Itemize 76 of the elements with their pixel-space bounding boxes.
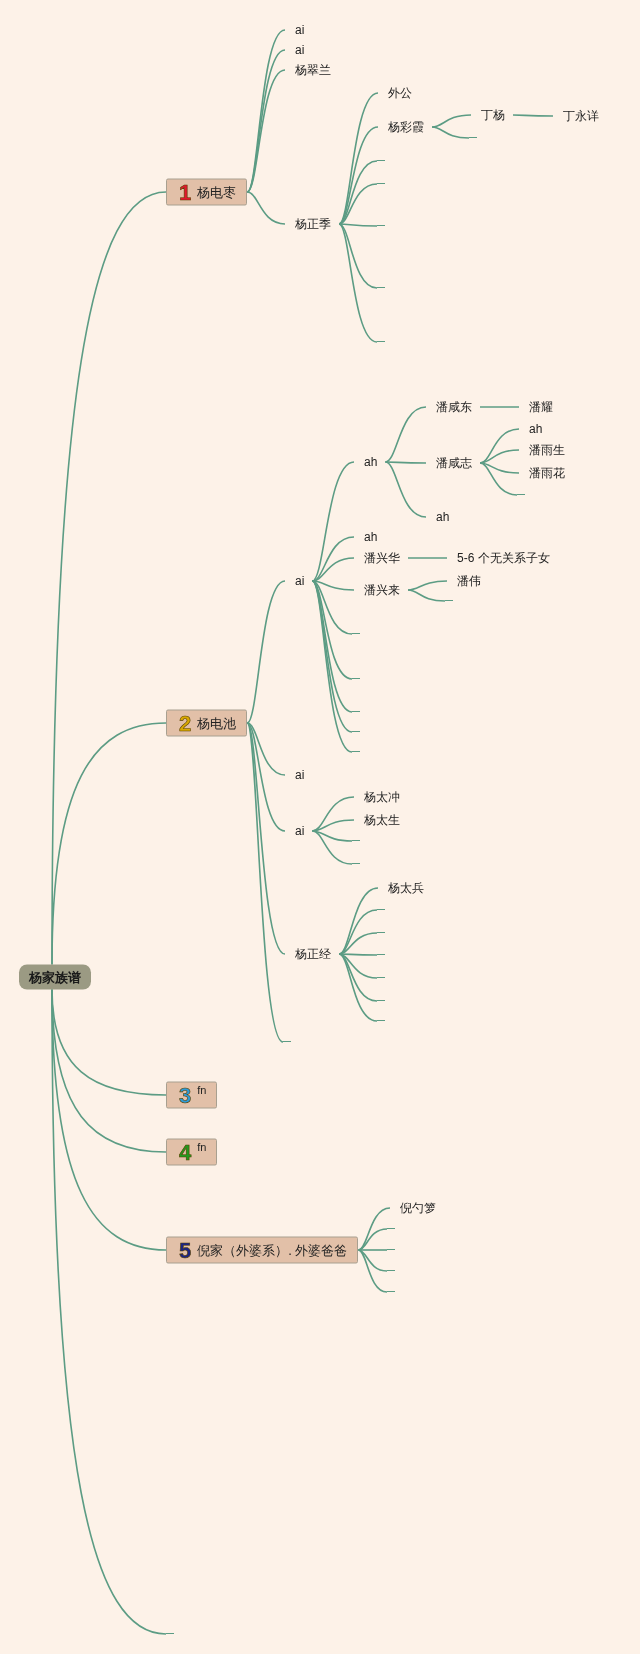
name-label: ah <box>519 421 551 437</box>
name-label: 杨太兵 <box>378 880 432 896</box>
branch-line <box>384 406 427 463</box>
branch-line <box>357 1228 388 1251</box>
branch-line <box>246 191 286 225</box>
name-label: ai <box>285 767 313 783</box>
name-label: 杨正经 <box>285 946 339 962</box>
name-label: 潘咸志 <box>426 455 480 471</box>
branch-line <box>479 428 520 464</box>
name-label: ah <box>354 529 386 545</box>
name-label: 潘兴华 <box>354 550 408 566</box>
name-label: ah <box>354 454 386 470</box>
name-label: ai <box>285 42 313 58</box>
priority-number: 5 <box>179 1238 192 1262</box>
topic-box <box>166 709 248 737</box>
name-label: 潘耀 <box>519 399 561 415</box>
name-label: 潘雨生 <box>519 442 573 458</box>
name-label: 杨太冲 <box>354 789 408 805</box>
branch-line <box>338 223 378 289</box>
topic-label: 杨电枣 <box>197 183 237 201</box>
priority-number: 2 <box>179 711 192 735</box>
topic-label: fn <box>197 1083 207 1096</box>
name-label: 杨太生 <box>354 812 408 828</box>
name-label: 杨彩霞 <box>378 119 432 135</box>
name-label: 杨翠兰 <box>285 62 339 78</box>
name-label: 倪勺箩 <box>390 1200 444 1216</box>
name-label: 杨正季 <box>285 216 339 232</box>
topic-box <box>166 1081 218 1109</box>
branch-line <box>407 589 446 602</box>
name-label: 潘伟 <box>447 573 489 589</box>
branch-line <box>512 114 554 117</box>
root-topic-box: 杨家族谱 <box>19 964 91 990</box>
branch-line <box>384 461 427 518</box>
name-label: 丁杨 <box>471 107 513 123</box>
branch-line <box>311 830 353 865</box>
name-label: 潘雨花 <box>519 465 573 481</box>
branch-line <box>338 223 378 343</box>
name-label: 5-6 个无关系子女 <box>447 550 558 566</box>
topic-label: fn <box>197 1140 207 1153</box>
branch-line <box>407 557 448 559</box>
topic-box <box>166 1138 218 1166</box>
branch-line <box>311 461 355 582</box>
branch-line <box>246 722 284 1043</box>
branch-line <box>246 722 286 776</box>
name-label: 潘兴来 <box>354 582 408 598</box>
branch-line <box>51 722 167 966</box>
topic-box <box>166 1236 359 1264</box>
branch-line <box>357 1249 388 1293</box>
branch-line <box>246 722 286 832</box>
branch-line <box>431 126 470 139</box>
branch-line <box>479 462 520 474</box>
branch-line <box>338 126 379 225</box>
branch-line <box>479 462 518 496</box>
branch-line <box>338 953 378 1002</box>
branch-line <box>246 580 286 724</box>
topic-label: 杨电池 <box>197 714 237 732</box>
branch-line <box>338 223 378 227</box>
branch-line <box>338 909 378 955</box>
branch-line <box>384 461 427 464</box>
topic-label: 倪家（外婆系）. 外婆爸爸 <box>197 1241 348 1259</box>
branch-line <box>311 830 353 842</box>
name-label: ai <box>285 823 313 839</box>
name-label: 外公 <box>378 85 420 101</box>
priority-number: 4 <box>179 1140 192 1164</box>
name-label: ah <box>426 509 458 525</box>
branch-line <box>338 183 378 225</box>
name-label: ai <box>285 573 313 589</box>
priority-number: 1 <box>179 180 192 204</box>
name-label: ai <box>285 22 313 38</box>
branch-line <box>338 953 378 1022</box>
branch-line <box>246 722 286 955</box>
name-label: 丁永详 <box>553 108 607 124</box>
topic-box <box>166 178 248 206</box>
priority-number: 3 <box>179 1083 192 1107</box>
name-label: 潘咸东 <box>426 399 480 415</box>
branch-line <box>479 406 520 408</box>
